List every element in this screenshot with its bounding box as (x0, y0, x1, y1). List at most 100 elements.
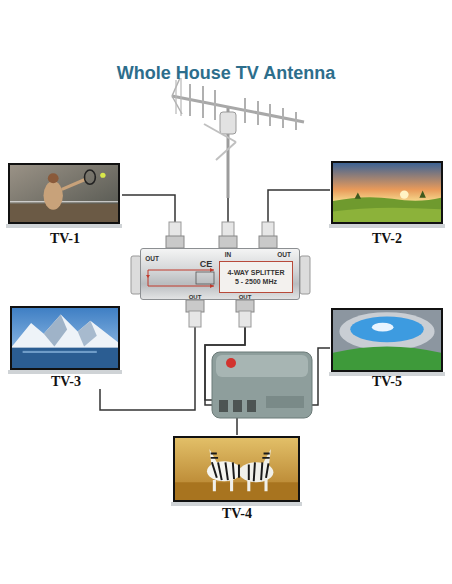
splitter-ports (219, 236, 237, 248)
tv-screen-image (214, 480, 266, 491)
tv-node: TV-1 (8, 162, 122, 246)
tv-screen-image (10, 165, 118, 222)
tv-screen-image (78, 321, 97, 347)
tv-label: TV-3 (51, 374, 81, 389)
tv-set (8, 370, 122, 374)
port-label: OUT (145, 256, 159, 263)
tv-node: TV-5 (330, 305, 444, 389)
tv-screen-image (175, 482, 298, 500)
tv-screen-image (12, 348, 118, 368)
splitter-ports (259, 236, 277, 248)
tv-screen-image (100, 173, 105, 178)
port-label: IN (225, 252, 232, 259)
tv-set (8, 306, 122, 374)
tv-set (10, 306, 120, 370)
tv-screen-image (333, 310, 441, 370)
tv-screen-image (23, 351, 97, 353)
antenna-illustration (257, 101, 259, 125)
amplifier-illustration (226, 358, 236, 368)
antenna-illustration (180, 78, 181, 116)
tv-set (329, 224, 445, 228)
diagram-title: Whole House TV Antenna (0, 63, 452, 84)
antenna-illustration (172, 96, 304, 122)
splitter-ports (236, 300, 254, 312)
antenna-illustration (204, 124, 236, 142)
tv-screen-image (339, 312, 434, 351)
tv-screen-image (10, 201, 118, 202)
tv-screen-image (10, 204, 118, 222)
antenna-illustration (172, 78, 304, 224)
tv-screen-image (12, 308, 118, 368)
tv-set (8, 163, 120, 224)
antenna-illustration (189, 84, 191, 116)
antenna-illustration (269, 104, 271, 126)
tv-node: TV-3 (10, 305, 122, 389)
tv-label: TV-1 (50, 231, 80, 246)
splitter-ports (239, 311, 251, 327)
tv-set (6, 163, 122, 228)
tv-screen-image (355, 190, 426, 198)
antenna-illustration (214, 90, 216, 120)
port-label: OUT (189, 294, 202, 300)
device-label: 5 - 2500 MHz (235, 277, 277, 286)
splitter-ports (189, 311, 201, 327)
antenna-illustration (244, 98, 246, 123)
tv-screen-image (211, 454, 270, 482)
tv-screen-image (333, 346, 441, 370)
tv-screen-image (333, 163, 441, 222)
tv-screen-image (209, 449, 219, 469)
port-label: OUT (277, 252, 291, 259)
tv-screen-image (372, 323, 394, 332)
tv-screen-image (333, 310, 441, 370)
amplifier-illustration (212, 352, 312, 418)
antenna-illustration (175, 80, 176, 114)
tv-set (171, 436, 302, 506)
tv-node: TV-4 (172, 435, 302, 521)
tv-screen-image (12, 308, 118, 368)
tv-screen-image (175, 438, 298, 500)
splitter-ports (169, 222, 181, 237)
tv-screen-image (175, 438, 298, 500)
tv-node: TV-2 (330, 160, 444, 246)
amplifier-illustration (247, 400, 256, 412)
splitter-ports (300, 256, 310, 294)
antenna-illustration (295, 112, 297, 130)
port-label: CE (200, 260, 213, 269)
tv-screen-image (85, 170, 96, 184)
amplifier-illustration (233, 400, 242, 412)
splitter-ports (222, 222, 234, 237)
tv-screen-image (333, 197, 441, 222)
antenna-illustration (227, 198, 229, 224)
label-plate: 4-WAY SPLITTER5 - 2500 MHz (219, 261, 293, 293)
tv-screen-image (43, 181, 62, 210)
splitter-ports (166, 236, 184, 248)
port-label: OUT (239, 294, 252, 300)
tv-screen-image (48, 173, 59, 183)
tv-screen-image (350, 316, 423, 342)
amplifier-illustration (212, 352, 312, 418)
antenna-illustration (202, 86, 204, 118)
splitter-ports (131, 222, 310, 327)
antenna-illustration (282, 108, 284, 128)
tv-label: TV-2 (372, 231, 402, 246)
splitter-box: 4-WAY SPLITTER5 - 2500 MHz (140, 248, 300, 300)
amplifier-illustration (216, 355, 308, 377)
tv-set (331, 308, 443, 372)
tv-label: TV-5 (372, 374, 402, 389)
tv-set (329, 161, 445, 228)
tv-screen-image (44, 314, 67, 346)
splitter-ports (186, 300, 204, 312)
tv-screen-image (12, 314, 118, 348)
tv-set (173, 436, 300, 502)
tv-screen-image (400, 190, 409, 198)
tv-screen-image (333, 163, 441, 222)
amplifier-illustration (266, 396, 304, 408)
tv-screen-image (333, 208, 441, 222)
tv-set (331, 161, 443, 224)
tv-set (171, 502, 302, 506)
tv-screen-image (10, 165, 118, 222)
tv-set (6, 224, 122, 228)
antenna-illustration (216, 142, 236, 160)
tv-label: TV-4 (222, 506, 252, 521)
